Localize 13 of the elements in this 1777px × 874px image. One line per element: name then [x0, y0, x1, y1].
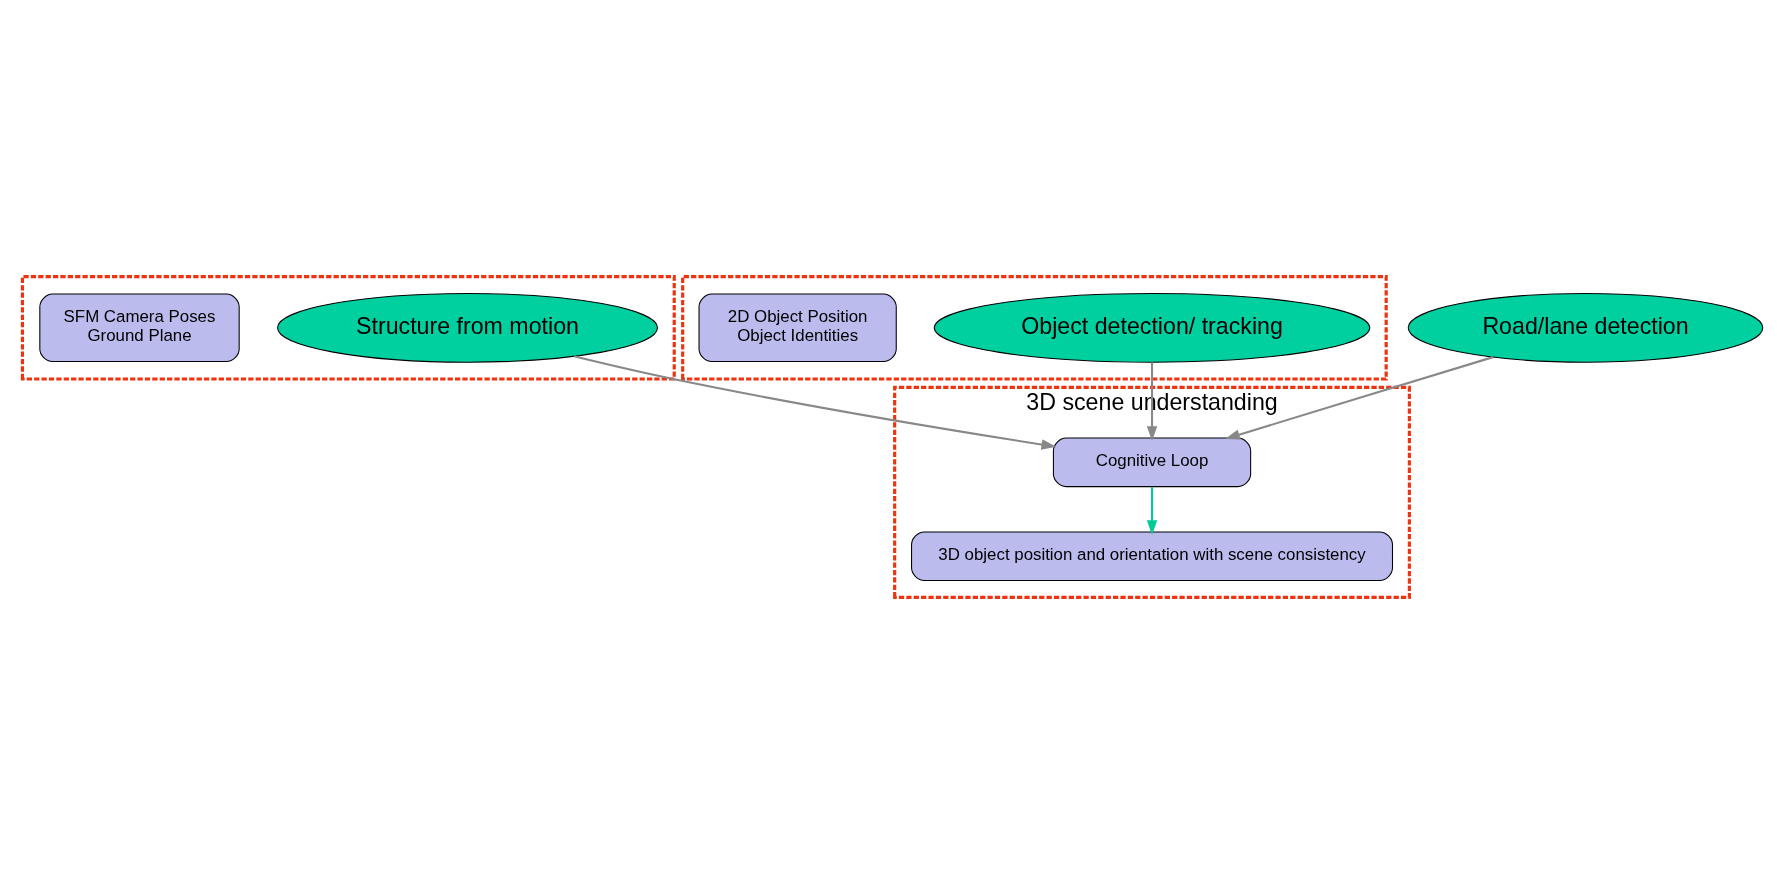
cluster: [681, 275, 1388, 381]
arrow: [1146, 487, 1158, 536]
node-box: 3D object position and orientation with scene consistency: [911, 531, 1394, 581]
node-box: 2D Object Position Object Identities: [698, 293, 897, 363]
arrow: [573, 355, 1057, 450]
cluster: [20, 275, 676, 381]
node-box: Cognitive Loop: [1052, 437, 1252, 488]
node-ellipse: Object detection/ tracking: [933, 292, 1371, 363]
node-box: SFM Camera Poses Ground Plane: [39, 293, 240, 363]
arrow: [1146, 362, 1158, 442]
arrow: [1225, 356, 1494, 440]
node-ellipse: Road/lane detection: [1407, 292, 1764, 363]
node-ellipse: Structure from motion: [277, 292, 658, 363]
